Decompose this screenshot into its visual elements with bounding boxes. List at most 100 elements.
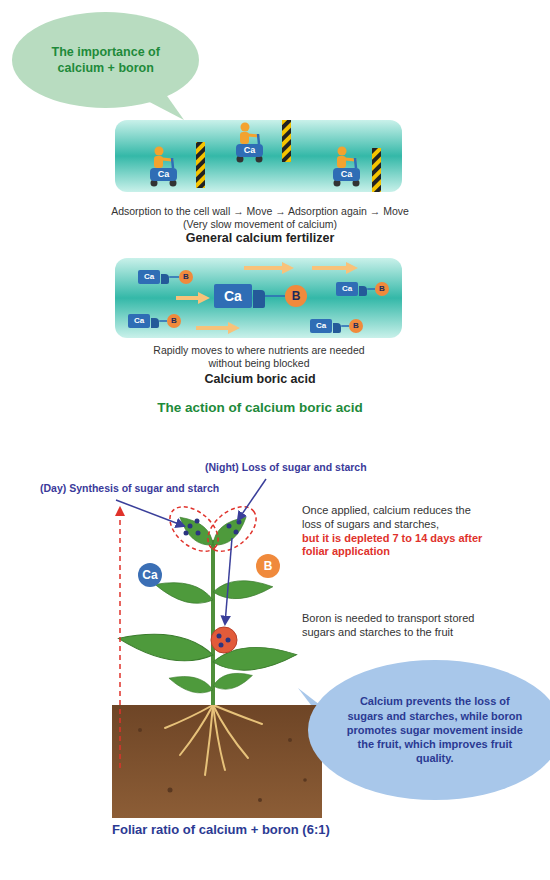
truck-cab	[333, 323, 341, 333]
leaf	[211, 668, 254, 692]
cargo-text: Ca	[128, 314, 150, 328]
soil-grain	[288, 738, 292, 742]
boron-note: Boron is needed to transport stored suga…	[302, 612, 507, 640]
leaf	[212, 578, 273, 601]
uptake-arrow	[119, 508, 121, 768]
root	[205, 705, 213, 775]
truck: Ca	[128, 314, 159, 328]
boron-circle: B	[375, 282, 389, 296]
sugar-dot	[188, 524, 193, 529]
leaf	[116, 627, 215, 667]
band-caption: General calcium fertilizer	[60, 231, 460, 247]
motion-arrow	[312, 266, 352, 270]
boron-circle: B	[285, 285, 307, 307]
truck: Ca	[310, 319, 341, 333]
sugar-dot	[227, 524, 232, 529]
node-text: Ca	[244, 146, 256, 155]
scooter-body: Ca	[236, 144, 263, 157]
day-note: (Day) Synthesis of sugar and starch	[40, 482, 280, 495]
leader-arrow	[238, 479, 266, 520]
root	[213, 705, 262, 724]
node-text: B	[353, 322, 359, 330]
sugar-dot	[184, 531, 189, 536]
sugar-dot	[196, 531, 201, 536]
truck-cab	[161, 274, 169, 284]
scooter-rider	[151, 147, 177, 187]
band-caption: Calcium boric acid	[60, 372, 460, 388]
truck: Ca	[336, 282, 367, 296]
truck-cab	[359, 286, 367, 296]
leaf	[208, 511, 251, 551]
node-text: B	[183, 273, 189, 281]
caption: Foliar ratio of calcium + boron (6:1)	[112, 822, 532, 838]
slow-band	[115, 120, 402, 192]
leaf-outline	[200, 498, 265, 560]
soil	[112, 705, 322, 818]
node-text: Ca	[142, 569, 157, 581]
leaf	[175, 511, 218, 551]
flow-note: Adsorption to the cell wall → Move → Ads…	[60, 205, 460, 218]
stem	[211, 540, 215, 705]
speech-bubble: Calcium prevents the loss of sugars and …	[308, 660, 550, 800]
root	[165, 705, 213, 728]
boron-circle: B	[167, 314, 181, 328]
truck: Ca	[214, 284, 265, 308]
tow-line	[159, 320, 167, 322]
flow-note: Rapidly moves to where nutrients are nee…	[150, 344, 368, 370]
boron-circle: B	[179, 270, 193, 284]
tow-line	[265, 295, 285, 297]
node-text: B	[379, 285, 385, 293]
node-text: Calcium prevents the loss of sugars and …	[346, 694, 524, 765]
fruit	[211, 627, 237, 653]
leader-arrow	[116, 500, 184, 526]
tow-line	[367, 288, 375, 290]
soil-grain	[138, 728, 142, 732]
motion-arrow	[244, 266, 288, 270]
node-text: Ca	[341, 170, 353, 179]
soil-grain	[168, 788, 173, 793]
scooter-rider	[237, 123, 263, 163]
node-text: B	[171, 317, 177, 325]
barrier	[372, 148, 381, 192]
cargo-text: Ca	[214, 284, 252, 308]
truck: Ca	[138, 270, 169, 284]
night-note: (Night) Loss of sugar and starch	[205, 461, 425, 474]
soil-grain	[303, 778, 307, 782]
cargo-text: Ca	[310, 319, 332, 333]
boron-circle: B	[256, 554, 280, 578]
calcium-circle: Ca	[138, 563, 162, 587]
barrier	[282, 120, 291, 162]
cargo-text: Ca	[138, 270, 160, 284]
flow-note: (Very slow movement of calcium)	[60, 218, 460, 231]
node-text: B	[292, 290, 301, 302]
node-text: The importance of calcium + boron	[41, 44, 171, 77]
node-text: B	[264, 560, 273, 572]
sugar-dot	[219, 643, 224, 648]
scooter-body: Ca	[150, 168, 177, 181]
motion-arrow	[196, 326, 234, 330]
sugar-dot	[234, 530, 239, 535]
depletion-note: but it is depleted 7 to 14 days after fo…	[302, 532, 492, 560]
cargo-text: Ca	[336, 282, 358, 296]
calcium-note: Once applied, calcium reduces the loss o…	[302, 504, 492, 532]
speech-bubble: The importance of calcium + boron	[12, 12, 199, 108]
truck-cab	[151, 318, 159, 328]
transport-arrow	[225, 538, 232, 624]
fast-band	[115, 258, 402, 338]
section-heading: The action of calcium boric acid	[40, 400, 480, 417]
boron-circle: B	[349, 319, 363, 333]
node-text: Ca	[158, 170, 170, 179]
sugar-dot	[237, 520, 242, 525]
barrier	[196, 142, 205, 188]
leaf	[167, 671, 215, 697]
tow-line	[341, 325, 349, 327]
tow-line	[169, 276, 179, 278]
soil-grain	[258, 798, 262, 802]
motion-arrow	[176, 296, 204, 300]
sugar-dot	[195, 519, 200, 524]
scooter-body: Ca	[333, 168, 360, 181]
truck-cab	[253, 290, 265, 308]
scooter-rider	[334, 147, 360, 187]
leaf	[153, 576, 216, 609]
